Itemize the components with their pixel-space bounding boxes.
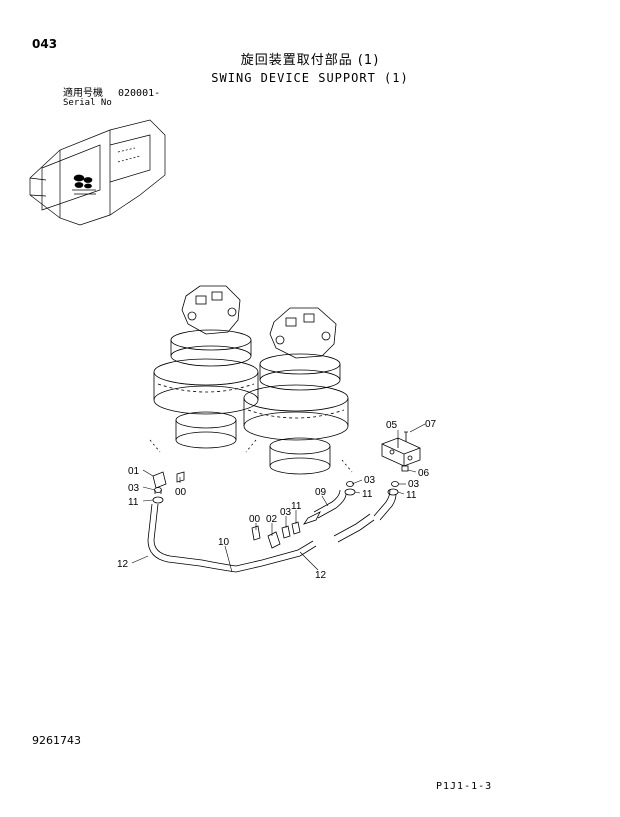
callout-03: 03: [280, 507, 292, 518]
callout-03: 03: [408, 479, 420, 490]
swing-motor-right: [243, 307, 353, 475]
page-reference: P1J1-1-3: [436, 781, 493, 792]
callout-09: 09: [315, 487, 327, 498]
serial-label-english: Serial No: [63, 98, 112, 108]
callout-05: 05: [386, 420, 398, 431]
callout-06: 06: [418, 468, 430, 479]
callout-03: 03: [128, 483, 140, 494]
page-number: 043: [32, 37, 58, 51]
callout-12: 12: [315, 570, 327, 581]
serial-value: 020001-: [118, 88, 161, 99]
callout-leader-lines: [131, 423, 426, 573]
document-number: 9261743: [32, 734, 81, 747]
page-title-japanese: 旋回装置取付部品 (1): [240, 53, 380, 68]
machine-keymap-thumbnail: [29, 119, 166, 226]
callout-00: 00: [175, 487, 187, 498]
callout-00: 00: [249, 514, 261, 525]
callout-12: 12: [117, 559, 129, 570]
callout-11: 11: [362, 489, 373, 500]
callout-10: 10: [218, 537, 230, 548]
callout-11: 11: [406, 490, 417, 501]
callout-02: 02: [266, 514, 278, 525]
callout-11: 11: [128, 497, 139, 508]
valve-block: [381, 431, 421, 472]
callout-11: 11: [291, 501, 302, 512]
page-title-english: SWING DEVICE SUPPORT (1): [211, 71, 409, 85]
swing-motor-left: [149, 285, 259, 453]
callout-03: 03: [364, 475, 376, 486]
hoses-and-fittings: [147, 471, 399, 573]
callout-07: 07: [425, 419, 437, 430]
serial-label-japanese: 適用号機: [63, 88, 103, 99]
callout-01: 01: [128, 466, 140, 477]
